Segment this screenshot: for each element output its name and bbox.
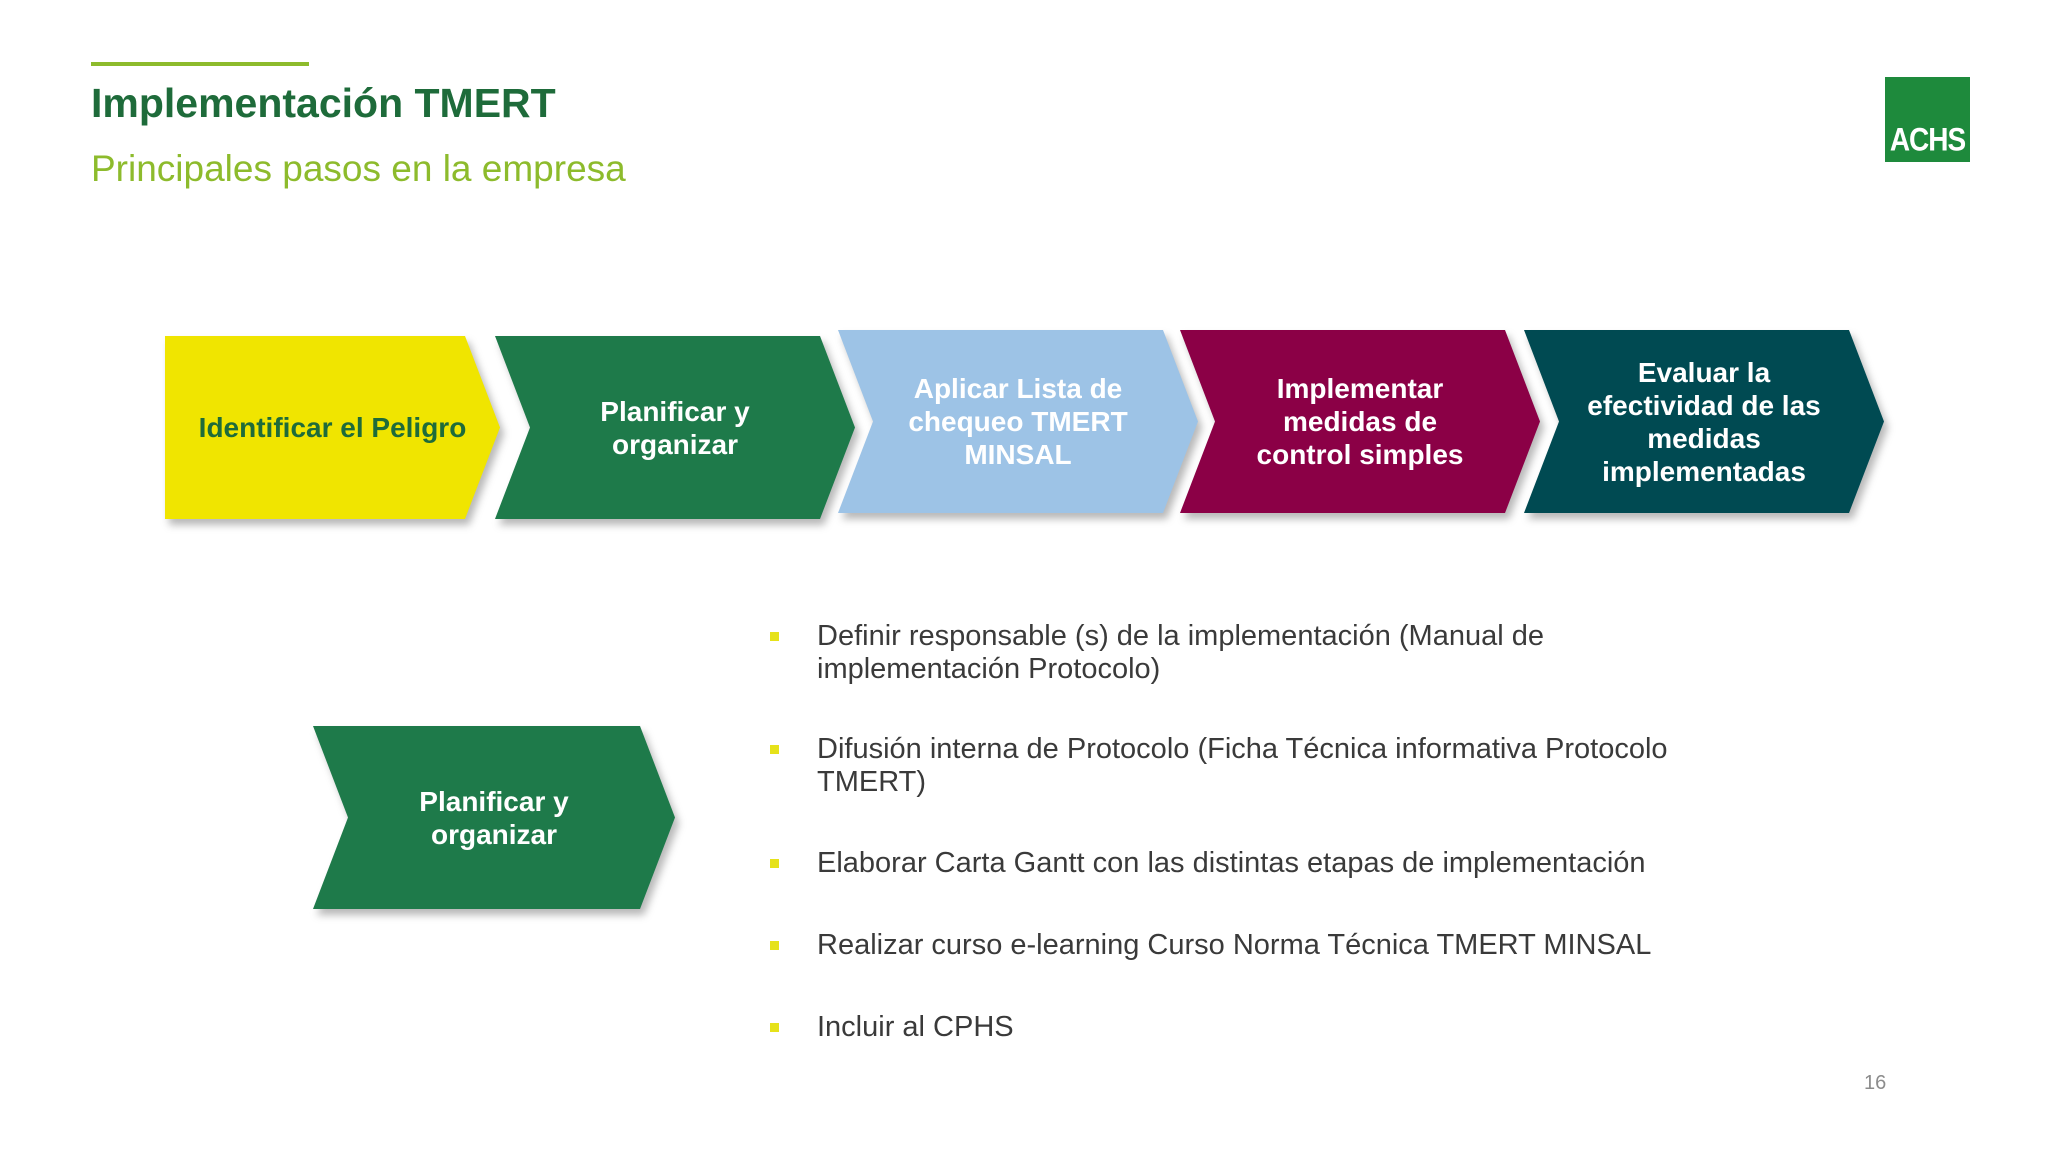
- step-label: Aplicar Lista de chequeo TMERT MINSAL: [908, 372, 1127, 471]
- achs-logo-text: ACHS: [1889, 121, 1966, 158]
- step-label-line: MINSAL: [964, 439, 1072, 470]
- focus-step-plan-organize: Planificar y organizar: [313, 726, 675, 909]
- step-identify-hazard: Identificar el Peligro: [165, 336, 500, 519]
- bullet-square-icon: [770, 632, 779, 641]
- step-label-line: implementadas: [1602, 455, 1806, 487]
- step-label-line: Planificar y: [600, 395, 750, 427]
- step-label-line: Implementar: [1276, 373, 1444, 404]
- step-label-line: organizar: [430, 818, 558, 850]
- bullet-text-line: Incluir al CPHS: [817, 1011, 1014, 1043]
- step-label-line: chequeo TMERT: [908, 406, 1128, 437]
- step-label-line: control simples: [1256, 439, 1464, 470]
- step-label: Planificar y organizar: [600, 395, 749, 461]
- step-label-line: Aplicar Lista de: [913, 373, 1123, 404]
- bullet-square-icon: [770, 859, 779, 868]
- step-label-line: Planificar y: [419, 785, 569, 817]
- step-evaluate-effectiveness: Evaluar la efectividad de las medidas im…: [1524, 330, 1884, 513]
- chevron-shape: [1524, 330, 1884, 513]
- step-label: Evaluar la efectividad de las medidas im…: [1587, 356, 1820, 488]
- chevron-shape: [313, 726, 675, 909]
- bullet-item: Elaborar Carta Gantt con las distintas e…: [770, 847, 1770, 880]
- bullet-text-line: implementación Protocolo): [817, 653, 1161, 685]
- bullet-text-line: Elaborar Carta Gantt con las distintas e…: [817, 847, 1646, 879]
- step-label-line: Evaluar la: [1637, 356, 1771, 388]
- chevron-shape: [165, 336, 500, 519]
- step-implement-controls: Implementar medidas de control simples: [1180, 330, 1540, 513]
- page-number: 16: [1864, 1072, 1887, 1094]
- bullet-item: Realizar curso e-learning Curso Norma Té…: [770, 929, 1770, 962]
- chevron-shape: [495, 336, 855, 519]
- title-accent-line: [91, 62, 309, 66]
- step-label-line: efectividad de las: [1587, 389, 1821, 421]
- step-label-line: Identificar el Peligro: [198, 412, 467, 443]
- step-apply-checklist: Aplicar Lista de chequeo TMERT MINSAL: [838, 330, 1198, 513]
- bullet-square-icon: [770, 941, 779, 950]
- step-label: Identificar el Peligro: [199, 411, 467, 444]
- step-label-line: medidas de: [1282, 406, 1438, 437]
- bullet-text-line: Definir responsable (s) de la implementa…: [817, 620, 1544, 652]
- bullet-item: Difusión interna de Protocolo (Ficha Téc…: [770, 733, 1770, 799]
- bullet-square-icon: [770, 745, 779, 754]
- page-title: Implementación TMERT: [91, 80, 556, 126]
- chevron-shape: [1180, 330, 1540, 513]
- page-subtitle: Principales pasos en la empresa: [91, 148, 626, 189]
- bullet-text-line: Difusión interna de Protocolo (Ficha Téc…: [817, 733, 1668, 765]
- step-label-line: organizar: [611, 428, 739, 460]
- achs-logo: ACHS: [1885, 77, 1970, 162]
- bullet-text-line: TMERT): [817, 766, 927, 798]
- bullet-text-line: Realizar curso e-learning Curso Norma Té…: [817, 929, 1652, 961]
- chevron-shape: [838, 330, 1198, 513]
- step-label: Implementar medidas de control simples: [1257, 372, 1464, 471]
- bullet-square-icon: [770, 1023, 779, 1032]
- step-plan-organize: Planificar y organizar: [495, 336, 855, 519]
- step-label-line: medidas: [1647, 422, 1761, 454]
- bullet-item: Incluir al CPHS: [770, 1011, 1770, 1044]
- step-label: Planificar y organizar: [419, 785, 568, 851]
- bullet-item: Definir responsable (s) de la implementa…: [770, 620, 1770, 686]
